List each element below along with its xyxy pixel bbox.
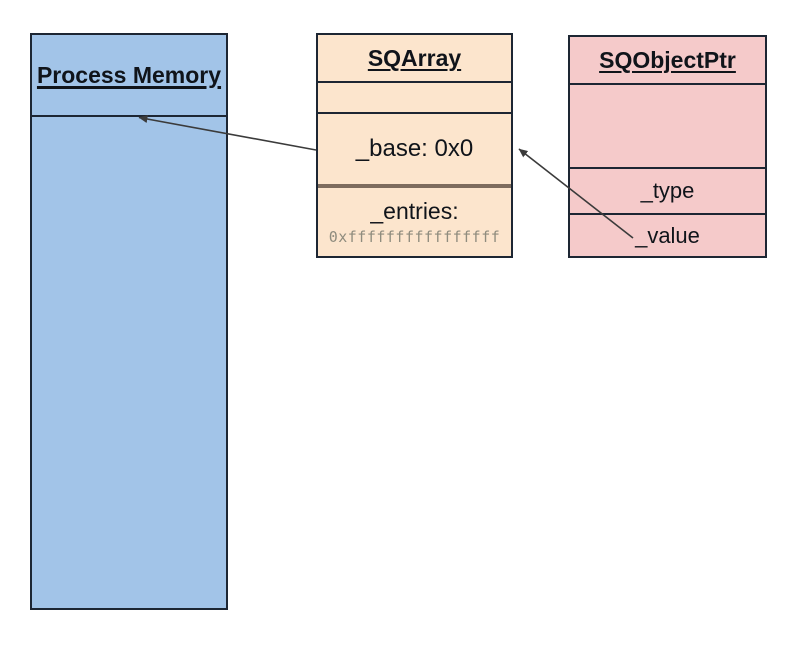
sqobjectptr-value-field: _value (635, 222, 700, 248)
sqarray-entries-label: _entries: (370, 198, 459, 224)
sqarray-title: SQArray (367, 44, 462, 71)
sqobjectptr-type-row: _type (570, 167, 765, 213)
sqarray-base-row: _base: 0x0 (318, 112, 511, 184)
sqobjectptr-title: SQObjectPtr (599, 46, 736, 73)
sqobjectptr-empty-row (570, 83, 765, 167)
sqarray-box: SQArray _base: 0x0 _entries: 0xfffffffff… (316, 33, 513, 258)
sqarray-base-field: _base: 0x0 (355, 135, 474, 162)
sqobjectptr-header: SQObjectPtr (570, 37, 765, 83)
sqarray-empty-row (318, 81, 511, 112)
process-memory-box: Process Memory (30, 33, 228, 610)
process-memory-header: Process Memory (32, 35, 226, 117)
sqobjectptr-type-field: _type (640, 178, 695, 203)
sqarray-header: SQArray (318, 35, 511, 81)
sqarray-entries-row: _entries: 0xffffffffffffffff (318, 184, 511, 256)
process-memory-title: Process Memory (36, 62, 222, 88)
sqobjectptr-value-row: _value (570, 213, 765, 256)
sqobjectptr-box: SQObjectPtr _type _value (568, 35, 767, 258)
sqarray-entries-value: 0xffffffffffffffff (328, 228, 501, 246)
process-memory-body (32, 117, 226, 608)
